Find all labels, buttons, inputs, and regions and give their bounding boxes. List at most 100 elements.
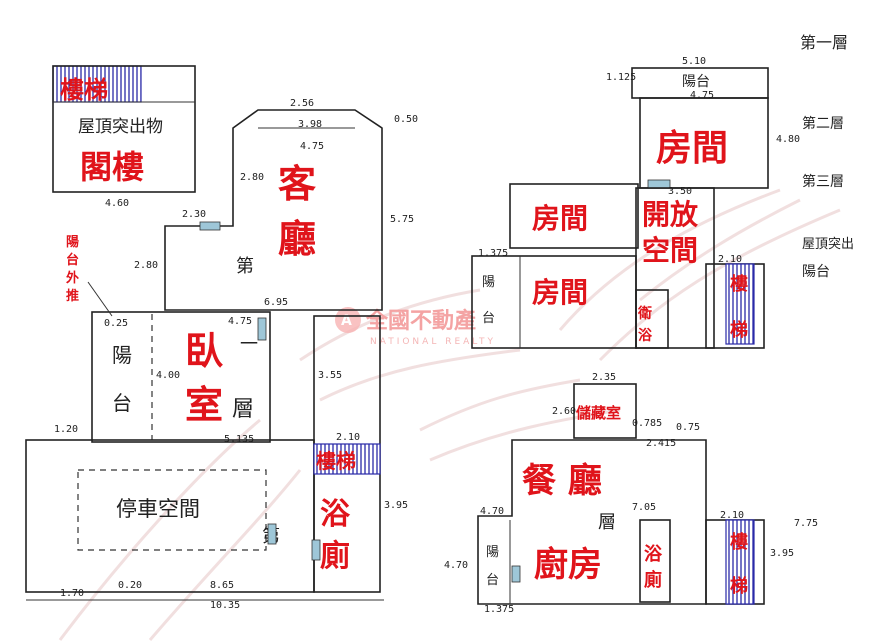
brand-logo-icon	[335, 307, 361, 333]
dim-210: 2.10	[336, 432, 360, 443]
dim-865: 8.65	[210, 580, 234, 591]
dim-r470: 4.70	[444, 560, 468, 571]
dim-1035: 10.35	[210, 600, 240, 611]
stairs-block	[313, 443, 381, 475]
dim-r210a: 2.10	[718, 254, 742, 265]
stairs-top-label: 樓梯	[60, 76, 108, 104]
bedroom-outline	[91, 311, 271, 443]
dim-400: 4.00	[156, 370, 180, 381]
dim-280b: 2.80	[134, 260, 158, 271]
dim-r125: 1.125	[606, 72, 636, 83]
dim-695: 6.95	[264, 297, 288, 308]
dim-320: 0.20	[118, 580, 142, 591]
top-balcony-label: 陽台	[682, 74, 710, 90]
dim-r470b: 4.70	[480, 506, 504, 517]
right-plan-lower: 儲藏室 2.35 2.60 0.785 0.75 2.415 餐 廳 7.05 …	[444, 372, 818, 615]
dim-r350: 3.50	[668, 186, 692, 197]
roof-protrusion-outline	[52, 65, 196, 193]
dim-355: 3.55	[318, 370, 342, 381]
dim-170: 1.70	[60, 588, 84, 599]
low-stairs-label-1: 樓	[730, 531, 748, 553]
low-bath-label-2: 廁	[644, 569, 662, 591]
low-bath	[639, 519, 671, 603]
floor-mark-2a: 一	[240, 334, 258, 355]
small-bath-label-2: 浴	[638, 327, 653, 344]
dim-5135: 5.135	[224, 434, 254, 445]
dim-r075: 0.75	[676, 422, 700, 433]
dim-398: 3.98	[298, 119, 322, 130]
bath-label-2: 廁	[320, 539, 350, 574]
low-stairs-block	[725, 519, 755, 605]
dim-r085: 0.785	[632, 418, 662, 429]
dim-r510: 5.10	[682, 56, 706, 67]
open-space-label-1: 開放	[642, 198, 699, 231]
floor-mark-r: 層	[598, 512, 616, 533]
door-icon	[199, 221, 221, 231]
small-bath	[635, 289, 669, 349]
floor-mark-1: 第	[236, 256, 254, 277]
dim-r375: 1.375	[478, 248, 508, 259]
dim-r480: 4.80	[776, 134, 800, 145]
floor-mark-2b: 層	[232, 397, 254, 422]
small-bath-label-1: 衛	[637, 305, 652, 322]
storage-label: 儲藏室	[576, 404, 621, 422]
living-room-label-1: 客	[278, 162, 316, 206]
balcony-note-2: 台	[66, 252, 79, 268]
mid-room	[509, 183, 639, 249]
living-room-label-2: 廳	[278, 217, 316, 261]
bedroom-label-1: 臥	[185, 329, 223, 373]
watermark: A 全國不動產 NATIONAL REALTY	[58, 188, 841, 641]
mid-stairs-block	[725, 263, 755, 345]
dim-460: 4.60	[105, 198, 129, 209]
dim-050: 0.50	[394, 114, 418, 125]
dim-r2415: 2.415	[646, 438, 676, 449]
dim-r260: 2.60	[552, 406, 576, 417]
stairs-label: 樓梯	[316, 449, 356, 473]
balcony-note-1: 陽	[66, 234, 79, 250]
door-icon	[647, 179, 671, 189]
balcony-note-4: 推	[66, 288, 79, 304]
door-icon	[267, 523, 277, 545]
parking-area	[77, 469, 267, 551]
balcony-label-2: 台	[112, 391, 132, 415]
dim-120: 1.20	[54, 424, 78, 435]
dim-r210b: 2.10	[720, 510, 744, 521]
dim-r775: 7.75	[794, 518, 818, 529]
low-stairs-label-2: 梯	[730, 575, 748, 597]
door-icon	[257, 317, 267, 341]
mid-balcony-label-2: 台	[482, 311, 495, 326]
dim-r1375: 1.375	[484, 604, 514, 615]
balcony-note-3: 外	[65, 270, 79, 286]
dim-256: 2.56	[290, 98, 314, 109]
top-room-label: 房間	[656, 128, 728, 169]
parking-label: 停車空間	[116, 497, 200, 521]
low-balcony-label-2: 台	[486, 573, 499, 588]
dining-label: 餐 廳	[522, 461, 602, 501]
first-floor-label: 第一層	[800, 33, 848, 52]
dim-1025: 0.25	[104, 318, 128, 329]
low-balcony-label-1: 陽	[486, 545, 499, 560]
low-bath-label-1: 浴	[644, 544, 663, 565]
second-floor-label: 第二層	[802, 115, 844, 132]
watermark-brand: 全國不動產	[365, 308, 476, 334]
watermark-sub: NATIONAL REALTY	[370, 337, 496, 347]
mid-stairs-label-1: 樓	[730, 273, 748, 295]
mid-balcony-label-1: 陽	[482, 275, 495, 290]
dim-230: 2.30	[182, 209, 206, 220]
attic-label: 閣樓	[80, 148, 144, 186]
dim-475: 4.75	[300, 141, 324, 152]
roof-structure-label: 屋頂突出物	[78, 117, 163, 137]
left-plan: 樓梯 屋頂突出物 閣樓 4.60 2.56 3.98 0.50 4.75 2.8…	[25, 65, 418, 611]
low-room-label: 房間	[532, 276, 588, 309]
right-plan-upper: 第一層 第二層 第三層 屋頂突出 陽台 陽台 5.10 1.125 4.75 房…	[471, 33, 854, 349]
roof-protrusion-label: 屋頂突出	[802, 236, 854, 252]
kitchen-label: 廚房	[534, 545, 602, 585]
dim-r705: 7.05	[632, 502, 656, 513]
dim-475b: 4.75	[228, 316, 252, 327]
svg-text:A: A	[341, 313, 352, 329]
dim-r475: 4.75	[690, 90, 714, 101]
dim-r233: 2.35	[592, 372, 616, 383]
dining-kitchen-outline	[477, 439, 707, 605]
dim-r395: 3.95	[770, 548, 794, 559]
